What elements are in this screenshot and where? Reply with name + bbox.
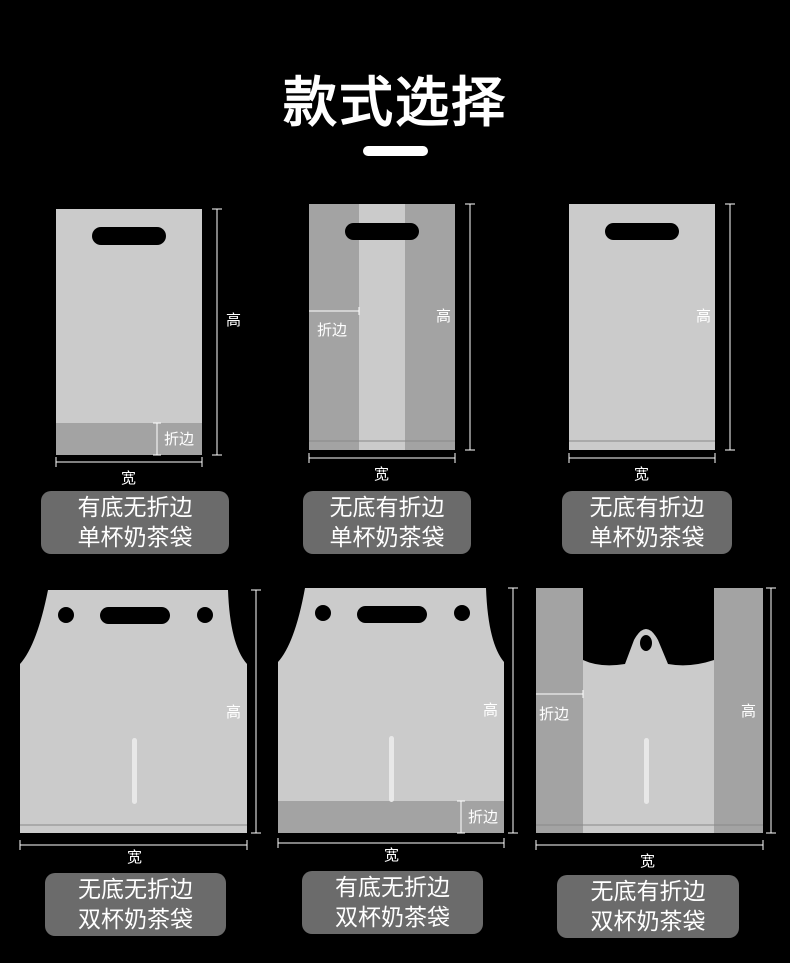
bag-body [56, 209, 202, 455]
handle-hole [100, 607, 170, 624]
bag-body [569, 204, 715, 450]
height-label: 高 [226, 311, 242, 329]
option-type: 无底有折边 [589, 494, 705, 521]
option-card-2[interactable]: 无底有折边 单杯奶茶袋 [303, 491, 471, 554]
left-side-fold [536, 588, 583, 833]
handle-hole [605, 223, 679, 240]
width-dim-line [308, 453, 456, 463]
handle-hole [640, 635, 652, 651]
option-use: 双杯奶茶袋 [590, 908, 706, 935]
option-card-1[interactable]: 有底无折边 单杯奶茶袋 [41, 491, 229, 554]
height-label: 高 [741, 702, 757, 720]
handle-hole [357, 606, 427, 623]
bag-1-single-bottom-no-fold [55, 208, 222, 467]
right-side-fold [405, 204, 455, 450]
fold-dim-line [457, 800, 465, 834]
side-hole-right [197, 607, 213, 623]
option-card-6[interactable]: 无底有折边 双杯奶茶袋 [557, 875, 739, 938]
option-card-4[interactable]: 无底无折边 双杯奶茶袋 [45, 873, 226, 936]
option-card-3[interactable]: 无底有折边 单杯奶茶袋 [562, 491, 732, 554]
width-label: 宽 [374, 465, 390, 483]
bag-6-double-vest-fold [535, 587, 776, 850]
height-label: 高 [226, 703, 242, 721]
fold-label: 折边 [317, 321, 348, 339]
width-dim-line [19, 840, 248, 850]
option-type: 有底无折边 [77, 494, 193, 521]
width-label: 宽 [121, 469, 137, 487]
bag-2-single-side-fold [308, 203, 475, 463]
center-slit [389, 736, 394, 802]
fold-dim-line [153, 422, 161, 456]
bag-body [536, 588, 763, 833]
page-title: 款式选择 [283, 71, 507, 134]
width-dim-line [55, 457, 203, 467]
option-card-5[interactable]: 有底无折边 双杯奶茶袋 [302, 871, 483, 934]
height-dim-line [725, 203, 735, 451]
width-dim-line [277, 838, 505, 848]
fold-label: 折边 [468, 808, 499, 826]
option-type: 有底无折边 [335, 874, 450, 901]
option-type: 无底有折边 [590, 878, 706, 905]
option-use: 单杯奶茶袋 [589, 524, 705, 551]
height-dim-line [766, 587, 776, 834]
height-label: 高 [483, 701, 499, 719]
option-use: 单杯奶茶袋 [329, 524, 445, 551]
fold-label: 折边 [164, 430, 195, 448]
option-type: 无底有折边 [329, 494, 445, 521]
fold-dim-line [536, 690, 584, 698]
width-label: 宽 [127, 848, 143, 866]
option-type: 无底无折边 [78, 876, 193, 903]
right-side-fold [714, 588, 763, 833]
bag-body [278, 588, 504, 833]
width-dim-line [535, 840, 764, 850]
height-dim-line [465, 203, 475, 451]
handle-hole [345, 223, 419, 240]
side-hole-left [58, 607, 74, 623]
width-label: 宽 [384, 846, 400, 864]
bottom-gusset [56, 423, 202, 455]
bag-body [20, 590, 247, 833]
bag-3-single [568, 203, 735, 463]
option-use: 双杯奶茶袋 [78, 906, 193, 933]
center-slit [132, 738, 137, 804]
width-label: 宽 [634, 465, 650, 483]
bag-5-double-bottom [277, 587, 518, 848]
side-hole-right [454, 605, 470, 621]
handle-hole [92, 227, 166, 245]
title-underline [363, 146, 428, 156]
fold-label: 折边 [539, 705, 570, 723]
option-use: 单杯奶茶袋 [77, 524, 193, 551]
height-dim-line [212, 208, 222, 456]
bag-4-double-no-fold [19, 589, 261, 850]
side-hole-left [315, 605, 331, 621]
left-side-fold [309, 204, 359, 450]
option-use: 双杯奶茶袋 [335, 904, 450, 931]
width-dim-line [568, 453, 716, 463]
bottom-gusset [278, 801, 504, 833]
height-dim-line [251, 589, 261, 834]
center-slit [644, 738, 649, 804]
width-label: 宽 [640, 852, 656, 870]
fold-dim-line [309, 307, 360, 315]
height-label: 高 [436, 307, 452, 325]
height-label: 高 [696, 307, 712, 325]
height-dim-line [508, 587, 518, 834]
